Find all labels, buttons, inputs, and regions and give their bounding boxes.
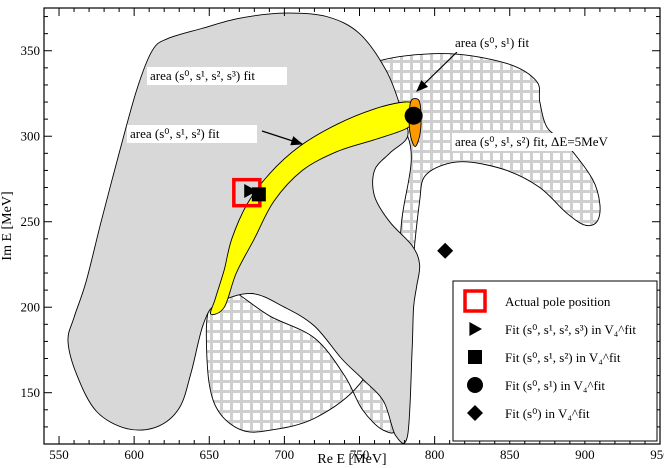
x-tick-label: 750 [350,447,370,462]
legend-entry-label: Fit (s⁰, s¹, s², s³) in V₄^fit [505,322,636,337]
annotation-bg [452,34,552,52]
annotation-bg [127,125,257,143]
x-tick-label: 700 [275,447,295,462]
x-tick-label: 850 [500,447,520,462]
annotation-bg [452,133,649,151]
y-tick-label: 300 [21,129,41,144]
y-tick-label: 200 [21,300,41,315]
x-tick-label: 950 [650,447,664,462]
x-tick-label: 800 [425,447,445,462]
legend-marker-triangle-right [469,322,482,336]
annotations-layer: area (s⁰, s¹, s², s³) fit area (s⁰, s¹, s… [127,34,649,151]
annotation-label: area (s⁰, s¹) fit [455,35,529,50]
data-point-diamond [437,242,454,259]
x-tick-label: 600 [124,447,144,462]
y-axis-title: Im E [MeV] [0,191,15,260]
annotation-label: area (s⁰, s¹, s²) fit [130,126,220,141]
annotation-arrow [416,51,458,92]
legend-marker-open-square [463,289,487,313]
x-tick-label: 650 [200,447,220,462]
legend-entry-label: Fit (s⁰, s¹, s²) in V₄^fit [505,350,621,365]
legend-marker-diamond [467,405,483,421]
annotation-label: area (s⁰, s¹, s²) fit, ΔE=5MeV [455,134,608,149]
x-tick-label: 900 [575,447,595,462]
y-tick-label: 350 [21,43,41,58]
legend-box [452,280,658,442]
x-axis-title: Re E [MeV] [317,452,386,467]
annotation-label: area (s⁰, s¹, s², s³) fit [150,68,255,83]
data-point-square [251,187,266,202]
legend-entry-label: Fit (s⁰, s¹) in V₄^fit [505,378,605,393]
markers-layer [232,106,454,259]
data-point-triangle-right [244,183,257,198]
y-tick-label: 250 [21,214,41,229]
legend-marker-circle [467,377,483,393]
plot-frame [43,7,661,445]
annotation-arrows [261,51,458,146]
legend-entry-label: Actual pole position [505,294,611,309]
x-tick-label: 550 [49,447,69,462]
legend-entry-label: Fit (s⁰) in V₄^fit [505,406,590,421]
data-point-circle [404,106,423,125]
y-tick-label: 150 [21,385,41,400]
legend-marker-square [468,350,482,364]
annotation-arrow [261,130,304,146]
annotation-bg [147,67,287,85]
